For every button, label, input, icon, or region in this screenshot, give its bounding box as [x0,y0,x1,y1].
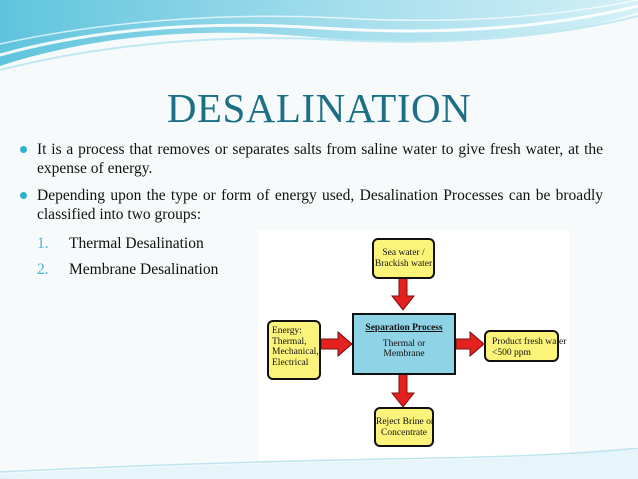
energy-label: Thermal, [272,336,307,347]
desalination-diagram: Sea water / Brackish water Energy: Therm… [258,230,569,460]
product-box: Product fresh water <500 ppm [484,330,567,362]
energy-box: Energy: Thermal, Mechanical, Electrical [267,320,321,380]
arrow-down-bottom [390,373,416,408]
item-label: Thermal Desalination [69,235,204,252]
bullet-dot-icon [20,192,27,199]
item-label: Membrane Desalination [69,261,219,278]
product-label: <500 ppm [492,347,531,358]
product-label: Product fresh water [492,337,567,347]
arrow-right-energy [320,330,353,358]
process-label: Membrane [383,349,425,359]
header-wave-decoration [0,0,638,71]
bullet-text: Depending upon the type or form of energ… [37,187,603,223]
energy-label: Electrical [272,357,309,368]
bullet-item: It is a process that removes or separate… [20,140,603,178]
diagram-arrows [320,277,485,408]
energy-label: Mechanical, [272,347,319,357]
energy-label: Energy: [272,326,302,336]
reject-label: Reject Brine or [376,417,435,427]
process-label: Thermal or [382,338,426,349]
item-number: 1. [37,235,49,252]
input-label: Brackish water [374,258,433,269]
bullet-text: It is a process that removes or separate… [37,141,603,177]
item-number: 2. [37,261,49,278]
reject-box: Reject Brine or Concentrate [374,407,434,447]
input-label: Sea water / [382,248,425,258]
reject-label: Concentrate [381,427,427,438]
arrow-down-top [390,277,416,311]
process-title: Separation Process [365,323,443,333]
footer-wave-decoration [0,448,638,479]
bullet-item: Depending upon the type or form of energ… [20,186,603,224]
process-box: Separation Process Thermal or Membrane [352,313,456,375]
slide-title: DESALINATION [166,85,472,131]
arrow-right-product [455,330,485,358]
bullet-dot-icon [20,146,27,153]
input-box: Sea water / Brackish water [372,238,435,279]
